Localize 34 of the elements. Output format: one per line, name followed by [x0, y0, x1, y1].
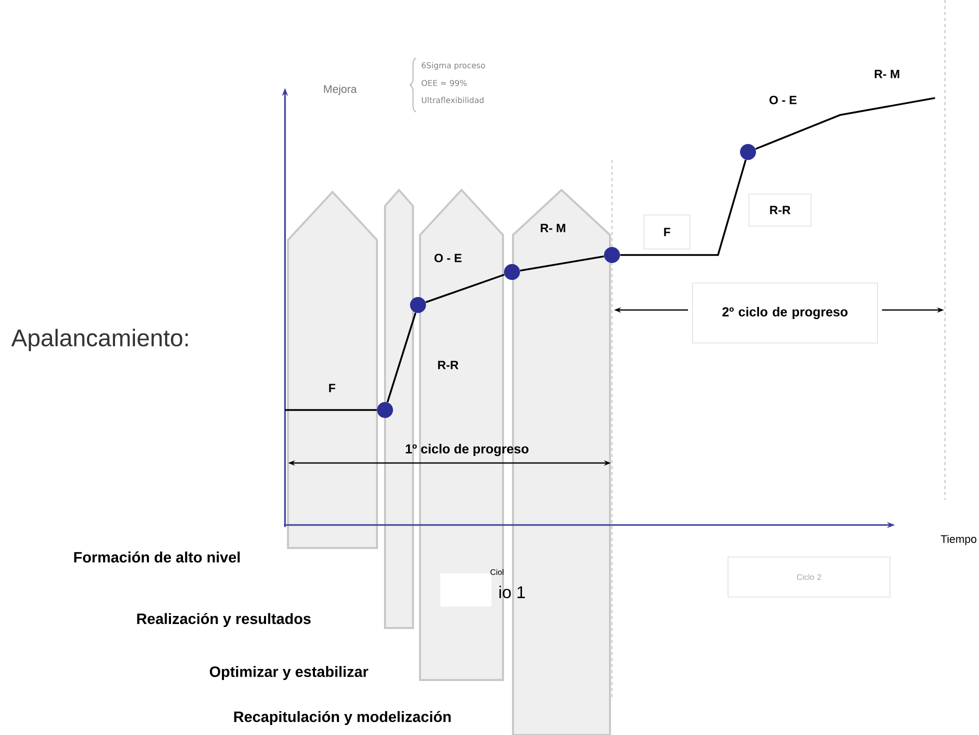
note-text: Ultraflexibilidad: [422, 96, 484, 104]
curve-line: [386, 312, 416, 402]
curve-line: [620, 160, 747, 256]
phase-label: F: [329, 384, 336, 392]
axis-label: Mejora: [324, 84, 357, 96]
heading-text: Apalancamiento:: [11, 328, 188, 352]
text-box: F: [644, 214, 690, 250]
note-text: 6Sigma proceso: [422, 62, 485, 70]
milestone-dot: [377, 402, 393, 418]
curve-line: [425, 274, 505, 304]
phase-label: O - E: [770, 96, 797, 104]
axis-label: Tiempo: [940, 534, 976, 546]
stage-caption: Realización y resultados: [137, 612, 311, 628]
milestone-dot: [410, 297, 426, 313]
note-text: OEE ≃ 99%: [422, 80, 467, 86]
curve-line: [755, 97, 936, 150]
curve-line: [520, 255, 604, 272]
phase-label: R- M: [540, 224, 566, 232]
text-label: Ciol: [490, 569, 504, 575]
milestone-dot: [504, 264, 520, 280]
stage-caption: Recapitulación y modelización: [234, 710, 451, 726]
curve-line: [285, 409, 377, 411]
stage-caption: Optimizar y estabilizar: [210, 666, 368, 680]
stage-caption: Formación de alto nivel: [74, 551, 240, 563]
text-box: R-R: [748, 194, 812, 226]
dimension-label: 1º ciclo de progreso: [406, 444, 528, 456]
milestone-dot: [604, 247, 620, 263]
text-box: 2º ciclo de progreso: [692, 282, 878, 344]
milestone-dot: [740, 144, 756, 160]
phase-label: O - E: [434, 254, 462, 262]
text-label: io 1: [499, 586, 525, 598]
text-box: Ciclo 2: [728, 556, 890, 598]
phase-label: R- M: [874, 70, 900, 78]
phase-label: R-R: [438, 360, 458, 370]
